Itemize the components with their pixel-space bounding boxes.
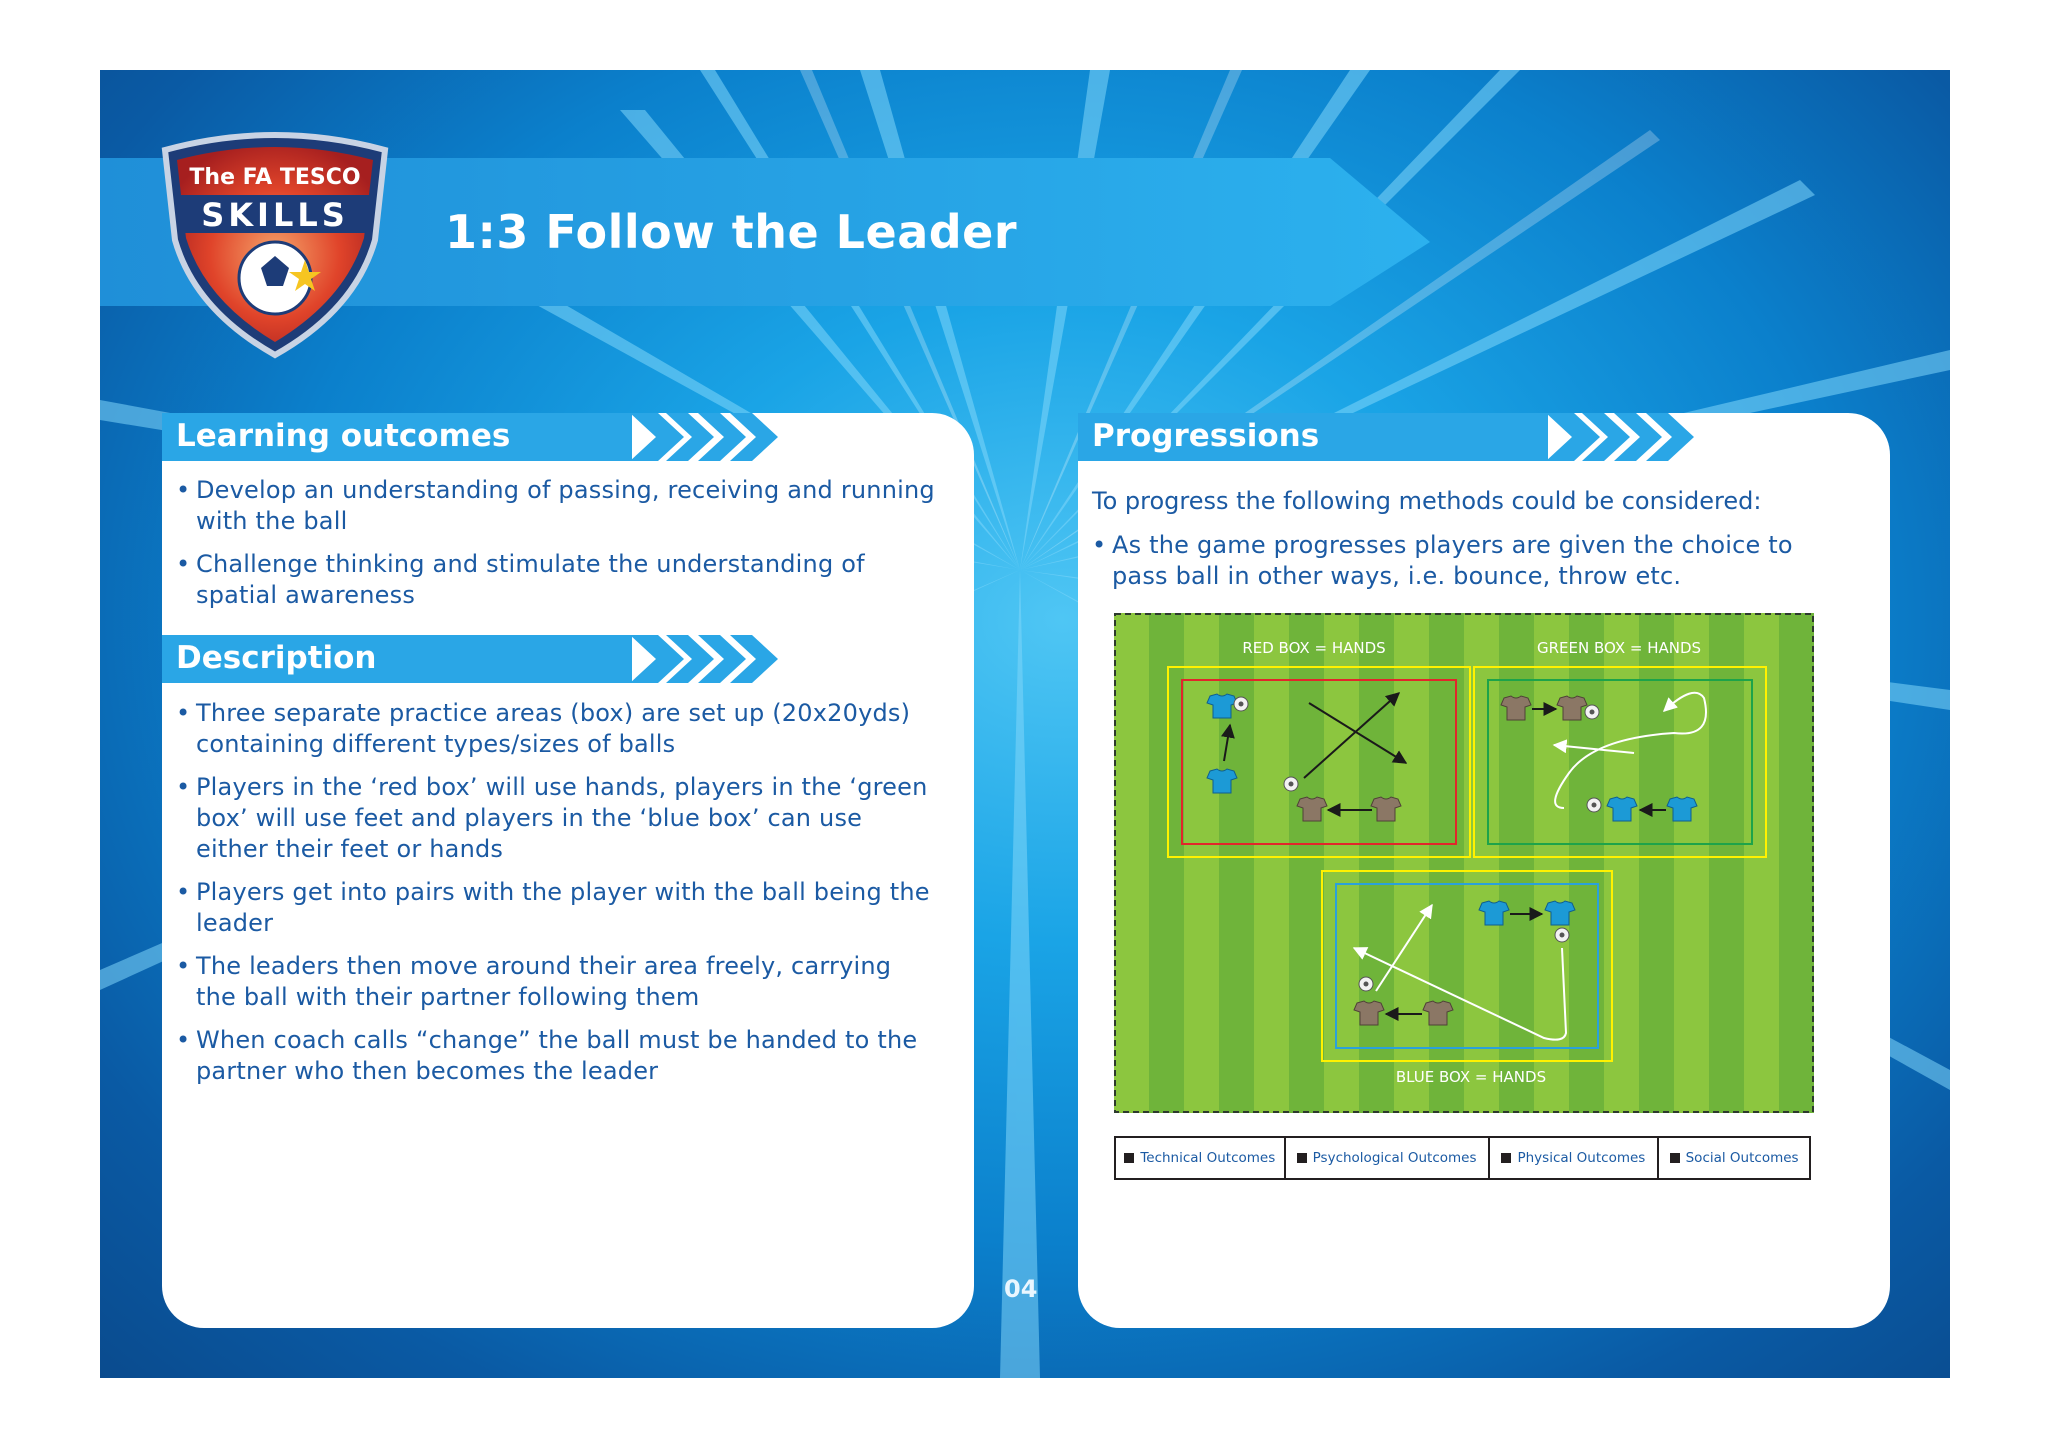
legend-label: Psychological Outcomes (1312, 1150, 1477, 1166)
legend-item-psychological: Psychological Outcomes (1286, 1138, 1490, 1178)
green-box-label: GREEN BOX = HANDS (1537, 639, 1701, 657)
progressions-list: As the game progresses players are given… (1092, 530, 1852, 604)
outcomes-legend: Technical Outcomes Psychological Outcome… (1114, 1136, 1811, 1180)
title-banner (100, 158, 1430, 306)
green-box (1473, 666, 1767, 858)
legend-square-icon (1501, 1153, 1512, 1163)
left-panel: Learning outcomes Develop an understandi… (162, 413, 974, 1328)
svg-text:The FA TESCO: The FA TESCO (189, 165, 360, 190)
legend-label: Social Outcomes (1685, 1150, 1799, 1166)
learning-outcomes-list: Develop an understanding of passing, rec… (176, 475, 936, 623)
list-item: Players get into pairs with the player w… (176, 877, 936, 939)
learning-outcomes-header: Learning outcomes (162, 413, 822, 461)
blue-box-label: BLUE BOX = HANDS (1396, 1068, 1546, 1086)
legend-item-physical: Physical Outcomes (1490, 1138, 1660, 1178)
legend-square-icon (1296, 1153, 1307, 1163)
progressions-title: Progressions (1092, 418, 1320, 454)
list-item: Three separate practice areas (box) are … (176, 698, 936, 760)
chevron-arrows-icon (1078, 413, 1694, 461)
page-title: 1:3 Follow the Leader (445, 205, 1018, 259)
learning-outcomes-title: Learning outcomes (176, 418, 511, 454)
description-header: Description (162, 635, 822, 683)
progressions-header: Progressions (1078, 413, 1738, 461)
list-item: Challenge thinking and stimulate the und… (176, 549, 936, 611)
list-item: Develop an understanding of passing, rec… (176, 475, 936, 537)
svg-text:SKILLS: SKILLS (201, 196, 349, 234)
list-item: When coach calls “change” the ball must … (176, 1025, 936, 1087)
fa-tesco-skills-logo: SKILLS The FA TESCO (161, 132, 389, 359)
page-background: SKILLS The FA TESCO 1:3 Follow the Leade… (100, 70, 1950, 1378)
legend-item-social: Social Outcomes (1659, 1138, 1809, 1178)
red-box (1167, 666, 1471, 858)
chevron-arrows-icon (162, 635, 778, 683)
chevron-arrows-icon (162, 413, 778, 461)
legend-label: Technical Outcomes (1140, 1150, 1276, 1166)
legend-square-icon (1124, 1153, 1135, 1163)
blue-box (1321, 870, 1613, 1062)
page-number: 04 (1004, 1275, 1038, 1303)
right-panel: Progressions To progress the following m… (1078, 413, 1890, 1328)
pitch-diagram: RED BOX = HANDS GREEN BOX = HANDS BLUE B… (1114, 613, 1814, 1113)
description-list: Three separate practice areas (box) are … (176, 698, 936, 1099)
description-title: Description (176, 640, 377, 676)
progressions-intro: To progress the following methods could … (1092, 487, 1762, 515)
legend-square-icon (1669, 1153, 1680, 1163)
red-box-label: RED BOX = HANDS (1242, 639, 1385, 657)
list-item: As the game progresses players are given… (1092, 530, 1852, 592)
legend-label: Physical Outcomes (1517, 1150, 1646, 1166)
list-item: Players in the ‘red box’ will use hands,… (176, 772, 936, 865)
list-item: The leaders then move around their area … (176, 951, 936, 1013)
legend-item-technical: Technical Outcomes (1116, 1138, 1286, 1178)
